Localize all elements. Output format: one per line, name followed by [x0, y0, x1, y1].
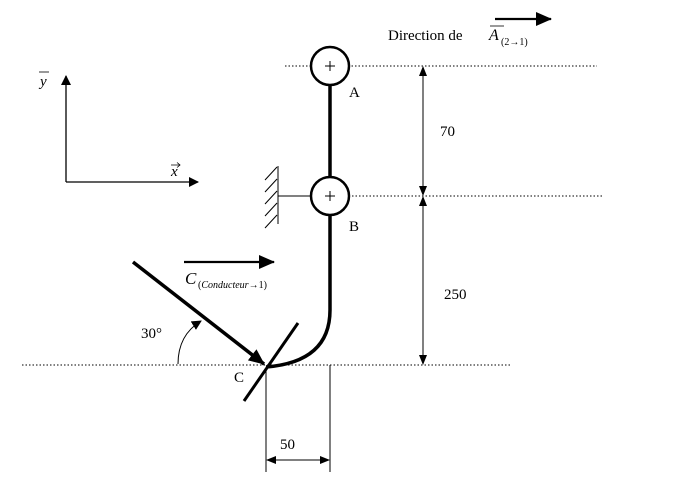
- force-a-subscript: (2→1): [501, 37, 528, 48]
- dimension-horizontal-label: 50: [280, 437, 295, 453]
- coordinate-axes: y x: [38, 71, 199, 187]
- contact-surface-c: [242, 322, 300, 402]
- angle-arc: [177, 320, 202, 365]
- force-c-symbol: C: [185, 269, 197, 288]
- pivot-b: [309, 175, 351, 217]
- lever-lower-segment: [265, 215, 332, 369]
- axis-y-label: y: [38, 74, 47, 90]
- point-c-label: C: [234, 370, 244, 386]
- direction-label: Direction de: [388, 28, 463, 44]
- force-c-arrow: [131, 260, 266, 366]
- angle-label: 30°: [141, 326, 162, 342]
- dimension-bc-label: 250: [444, 287, 467, 303]
- axis-x-label: x: [170, 164, 178, 180]
- point-b-label: B: [349, 219, 359, 235]
- force-a-symbol: A: [488, 27, 499, 44]
- axis-x-vector-arrow: [171, 162, 181, 168]
- pivot-a: [309, 45, 351, 87]
- dimension-ab-label: 70: [440, 124, 455, 140]
- hatched-wall-icon: [264, 166, 278, 229]
- wall-support: [264, 166, 310, 229]
- force-c-subscript: (Conducteur→1): [198, 280, 267, 291]
- point-a-label: A: [349, 85, 360, 101]
